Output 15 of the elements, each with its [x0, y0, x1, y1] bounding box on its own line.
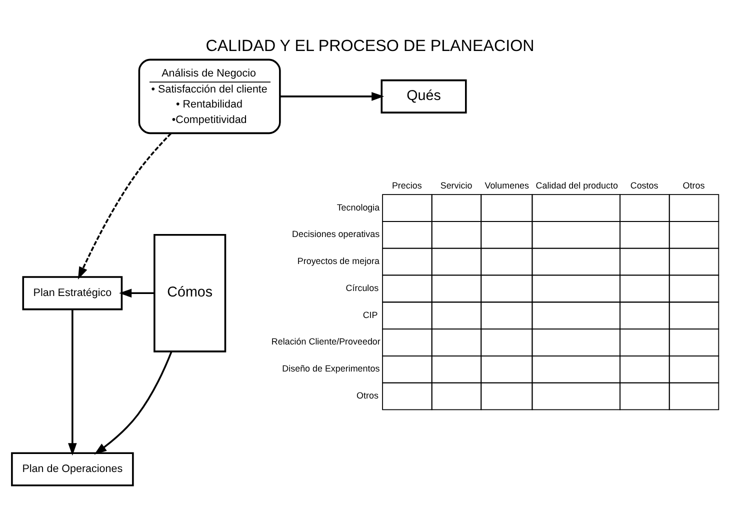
label: Proyectos de mejora	[297, 256, 380, 266]
label: Otros	[356, 390, 378, 400]
label: Otros	[682, 180, 705, 190]
label: Relación Cliente/Proveedor	[271, 336, 380, 347]
label: Tecnologia	[336, 202, 380, 212]
label: Servicio	[440, 180, 472, 190]
diagram-title: CALIDAD Y EL PROCESO DE PLANEACION	[206, 37, 534, 56]
label: Calidad del producto	[536, 180, 618, 190]
label: Precios	[392, 180, 422, 190]
label: Costos	[630, 180, 658, 190]
label: Diseño de Experimentos	[282, 364, 380, 374]
label: CIP	[362, 310, 378, 320]
label: Volumenes	[484, 180, 530, 190]
label: Decisiones operativas	[292, 229, 380, 240]
label: Círculos	[346, 282, 379, 293]
